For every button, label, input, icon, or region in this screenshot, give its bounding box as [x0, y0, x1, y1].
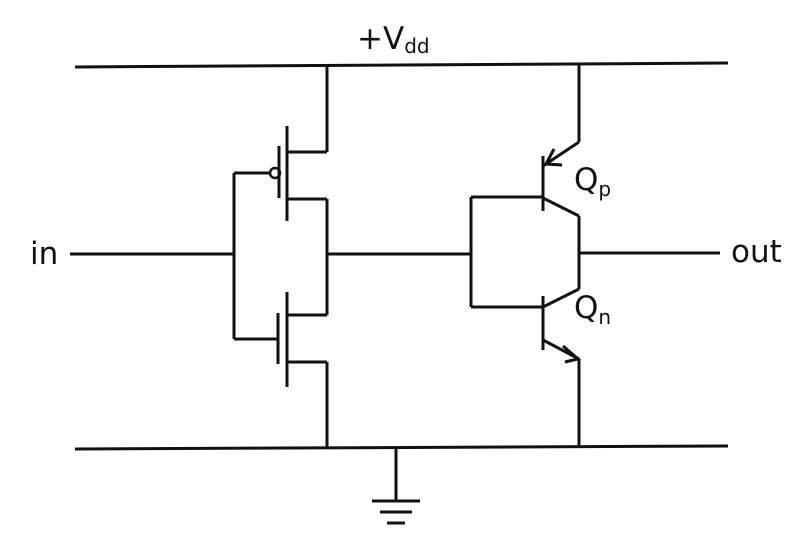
- pmos-transistor: [268, 126, 327, 221]
- vdd-label: +Vdd: [357, 21, 430, 58]
- qn-collector: [542, 287, 580, 309]
- qn-emitter-arrow: [562, 344, 582, 364]
- qp-label-sub: p: [598, 177, 611, 201]
- input-label: in: [30, 236, 58, 272]
- qp-emitter-arrow: [543, 148, 563, 167]
- qp-label-main: Q: [574, 162, 598, 198]
- vdd-rail: [74, 61, 729, 69]
- ground-icon: [372, 448, 420, 525]
- qp-collector: [542, 196, 580, 218]
- qn-label-main: Q: [574, 290, 598, 326]
- vdd-label-sub: dd: [404, 34, 429, 58]
- qp-emitter: [542, 140, 580, 168]
- ground-rail: [74, 444, 729, 451]
- vdd-label-main: +V: [357, 21, 404, 57]
- qp-transistor: [541, 140, 580, 218]
- qn-label-sub: n: [598, 305, 611, 329]
- qn-label: Qn: [574, 290, 611, 329]
- qp-label: Qp: [574, 162, 611, 201]
- output-label: out: [731, 234, 782, 270]
- nmos-transistor: [276, 292, 327, 387]
